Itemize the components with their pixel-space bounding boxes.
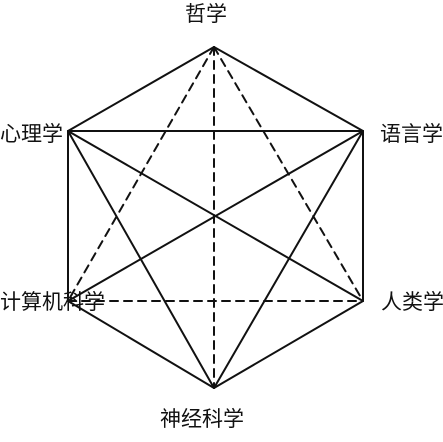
node-label-top: 哲学 [185,2,227,26]
solid-edge-ur-bottom [213,130,364,389]
node-label-lower-right: 人类学 [381,290,443,314]
solid-edge-ul-bottom [67,130,215,389]
solid-edge-bottom-ll [67,300,215,389]
node-label-upper-right: 语言学 [380,122,443,146]
solid-edge-lr-bottom [213,300,364,389]
solid-edge-ul-top [67,46,215,132]
node-label-upper-left: 心理学 [0,122,63,146]
node-label-bottom: 神经科学 [160,407,244,431]
solid-edge-top-ur [213,46,364,132]
solid-edge-ur-ll [67,130,364,302]
node-label-lower-left: 计算机科学 [0,290,105,314]
